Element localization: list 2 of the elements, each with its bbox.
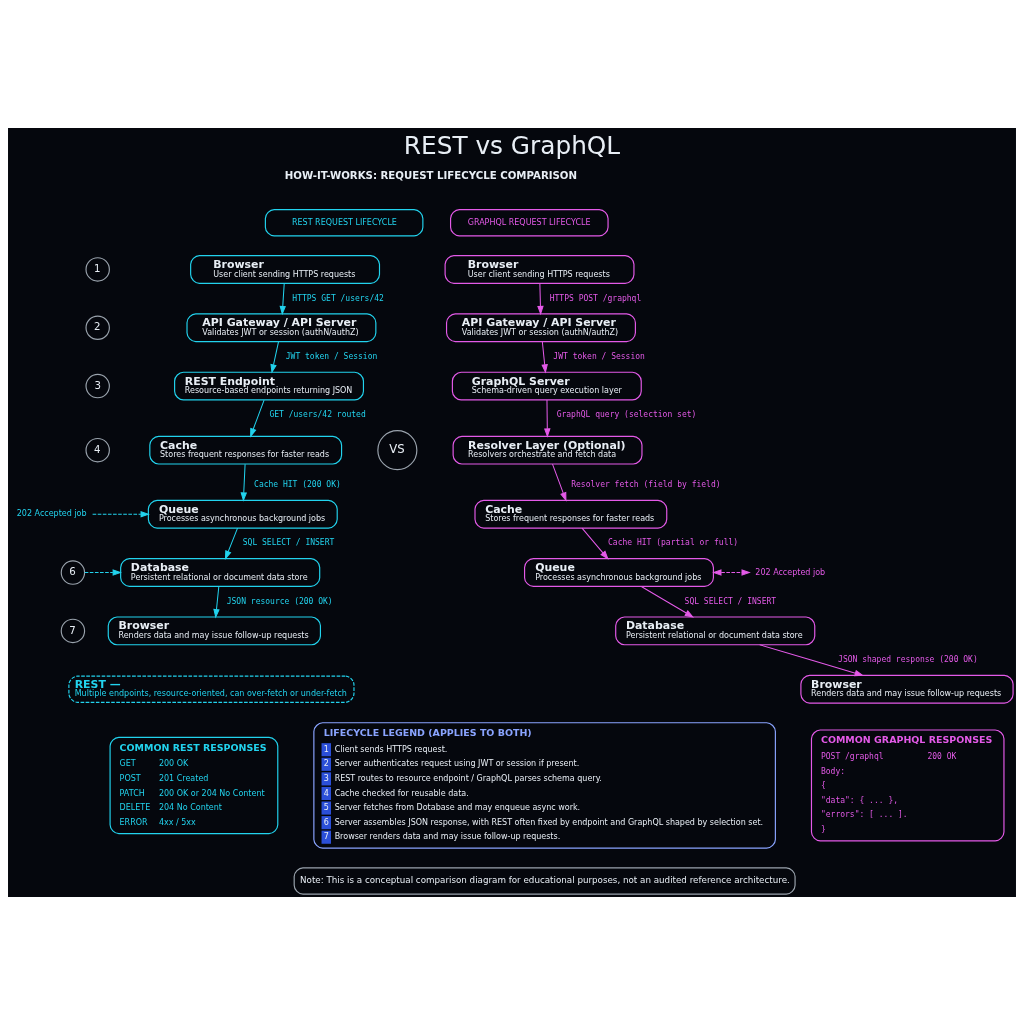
diagram-title: REST vs GraphQL — [403, 130, 621, 160]
label: HOW-IT-WORKS: REQUEST LIFECYCLE COMPARISON — [284, 169, 578, 181]
